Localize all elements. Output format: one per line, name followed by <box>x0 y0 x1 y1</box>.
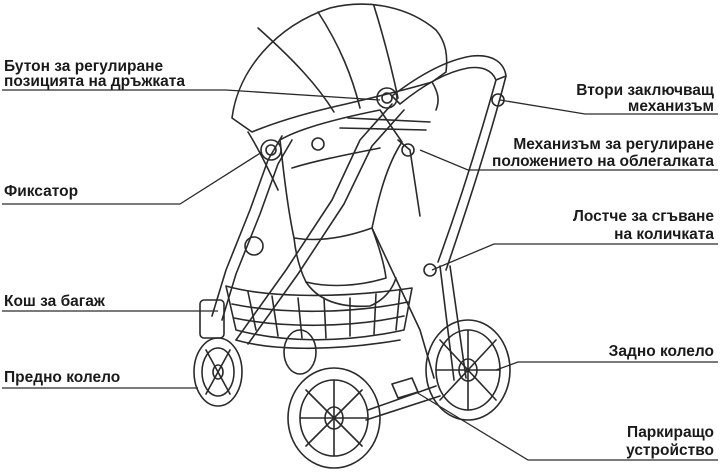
label-parking-brake-line1: Паркиращо <box>627 424 714 441</box>
label-handle-adjust-button-line2: позицията на дръжката <box>4 73 185 90</box>
leader-fold <box>432 244 718 270</box>
label-fold-lever-line2: на количката <box>614 226 714 243</box>
backrest-latch <box>402 144 414 156</box>
label-backrest-mechanism-line1: Механизъм за регулиране <box>513 136 714 153</box>
leader-rear-wheel <box>496 362 718 370</box>
label-lock: Фиксатор <box>4 183 78 200</box>
label-fold-lever-line1: Лостче за сгъване <box>573 208 714 225</box>
label-shopping-basket: Кош за багаж <box>4 293 105 310</box>
rear-wheel-assembly <box>288 320 510 468</box>
label-second-lock-line2: механизъм <box>628 98 714 115</box>
fold-lever <box>424 264 436 276</box>
seat-pivot <box>312 138 324 150</box>
label-rear-wheel: Задно колело <box>609 343 714 360</box>
shopping-basket <box>226 286 412 340</box>
lock-knob <box>261 140 281 160</box>
leader-handle-button <box>2 90 380 100</box>
label-parking-brake-line2: устройство <box>626 442 714 459</box>
brake-pedal <box>392 378 418 398</box>
label-second-lock-line1: Втори заключващ <box>576 82 714 99</box>
label-backrest-mechanism-line2: положението на облегалката <box>492 153 714 170</box>
label-front-wheel: Предно колело <box>4 369 120 386</box>
